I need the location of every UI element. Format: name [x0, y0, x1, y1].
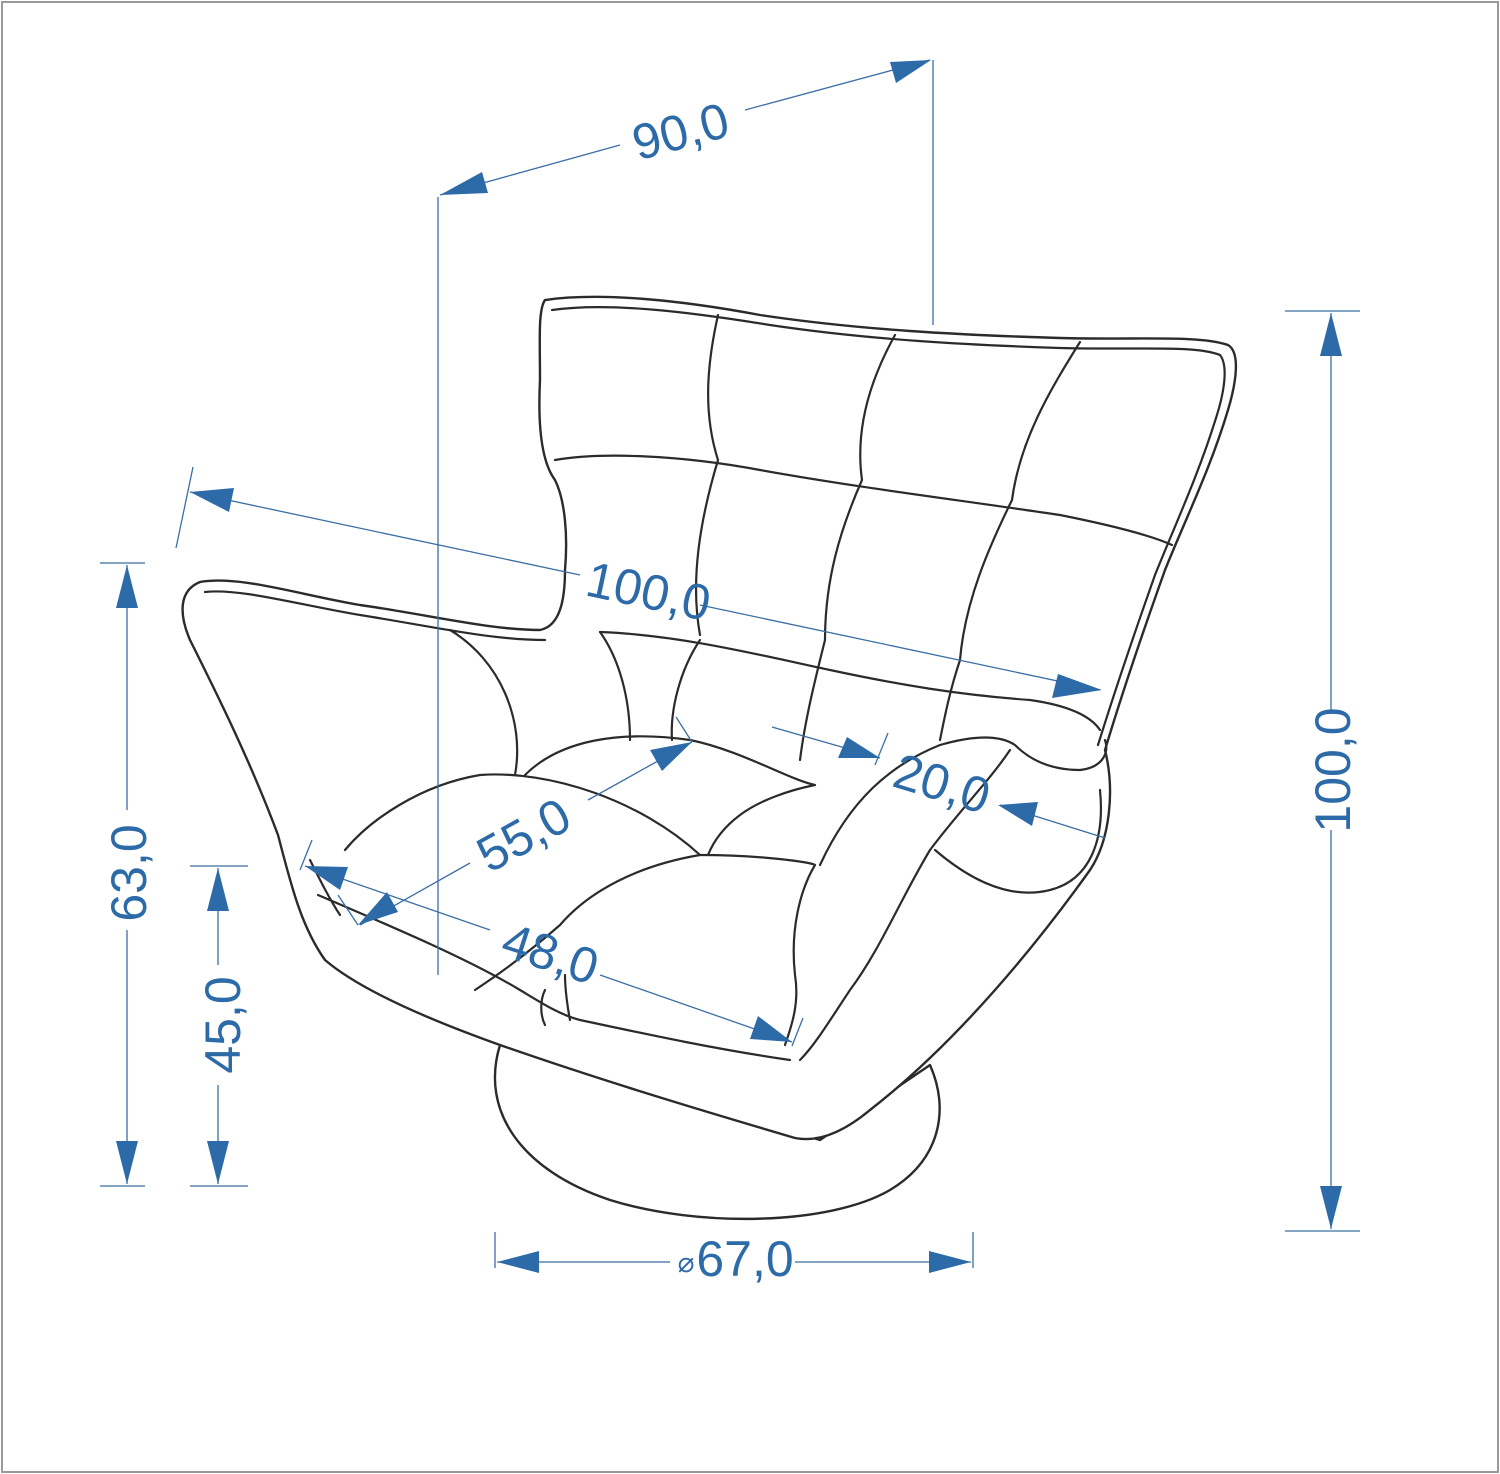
seat-cushion-front-left: [343, 773, 702, 992]
arm-width-extension: [874, 732, 889, 766]
width-label: 90,0: [626, 92, 735, 171]
seat-depth-extension-top: [675, 716, 693, 743]
seat-width-arrow-left: [305, 866, 348, 890]
dimension-seat-height: 45,0: [190, 865, 251, 1187]
seat-depth-arrow-bottom: [358, 892, 398, 925]
shell-piping: [550, 306, 1226, 747]
back-tuft-1: [694, 313, 720, 637]
base-diameter-label: 67,0: [696, 1231, 793, 1287]
arm-height-arrow-top: [116, 565, 138, 608]
dimension-arm-height: 63,0: [100, 562, 157, 1187]
depth-dim-line-left: [189, 491, 581, 576]
left-arm-front: [308, 858, 792, 1062]
seat-height-arrow-top: [207, 868, 229, 911]
dimension-height: 100,0: [1285, 310, 1361, 1232]
back-tuft-2: [798, 333, 897, 762]
seat-width-extension-left: [299, 839, 313, 871]
height-label: 100,0: [1305, 707, 1361, 832]
arm-height-arrow-bottom: [116, 1141, 138, 1184]
seat-depth-arrow-top: [650, 742, 692, 771]
right-arm-outer: [798, 748, 1012, 1062]
left-arm-piping: [203, 590, 547, 642]
base-arrow-left: [497, 1251, 539, 1273]
seat-width-extension-right: [791, 1017, 804, 1047]
base-arrow-right: [929, 1251, 971, 1273]
right-arm-top: [818, 736, 1108, 867]
depth-dim-line-right: [699, 604, 1101, 691]
chair-shell: [181, 295, 1238, 1141]
seat-cushion-back: [523, 735, 817, 857]
seat-cushion-front-right: [698, 853, 817, 1047]
seat-height-label: 45,0: [195, 976, 251, 1073]
diameter-symbol: ⌀: [678, 1247, 695, 1278]
armchair-outline: [181, 295, 1238, 1221]
seat-height-arrow-bottom: [207, 1141, 229, 1184]
depth-arrow-left: [190, 488, 234, 512]
arm-width-arrow-right: [998, 802, 1038, 826]
arm-height-label: 63,0: [101, 824, 157, 921]
arm-width-arrow-left: [838, 737, 880, 758]
height-arrow-top: [1320, 313, 1342, 356]
headrest-band: [553, 454, 1174, 547]
right-arm-side: [933, 788, 1102, 894]
width-arrow-left: [440, 172, 488, 195]
left-arm-cushion: [448, 628, 519, 777]
depth-arrow-right: [1052, 674, 1102, 698]
seat-depth-extension-bottom: [337, 894, 359, 926]
lower-back-tuft-1: [598, 630, 632, 742]
width-arrow-right: [890, 60, 931, 83]
swivel-base: [493, 1043, 941, 1221]
height-arrow-bottom: [1320, 1186, 1342, 1229]
dimension-base-diameter: ⌀ 67,0: [494, 1231, 974, 1287]
depth-extension-left: [175, 466, 194, 549]
lower-back-tuft-2: [670, 638, 702, 742]
seat-width-arrow-right: [750, 1016, 792, 1042]
